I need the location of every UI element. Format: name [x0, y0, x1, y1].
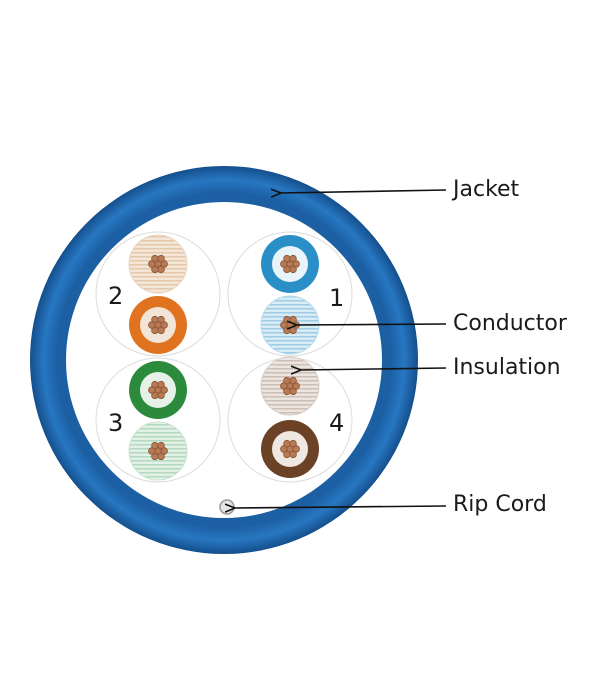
copper-strand: [283, 376, 291, 385]
copper-strand: [157, 452, 165, 461]
copper-strand: [289, 439, 297, 448]
insulation-callout-line: [300, 368, 447, 370]
copper-strand: [283, 254, 291, 263]
copper-strand: [283, 450, 291, 459]
rip-cord: [219, 499, 235, 515]
copper-conductors: [148, 254, 300, 461]
copper-strand: [157, 391, 165, 400]
copper-strand: [289, 265, 297, 274]
copper-strand: [280, 382, 288, 390]
copper-strand: [148, 321, 156, 329]
jacket-callout-line: [280, 190, 447, 193]
copper-strand: [151, 380, 159, 389]
copper-strand: [289, 315, 297, 324]
conductor-label: Conductor: [453, 311, 567, 336]
copper-strand: [292, 382, 300, 390]
copper-strand: [148, 260, 156, 268]
rip-cord-label: Rip Cord: [453, 492, 547, 517]
pair-2-boundary: [95, 231, 221, 357]
conductor-callout-line: [296, 324, 447, 325]
copper-strand: [289, 254, 297, 263]
insulation-label: Insulation: [453, 355, 561, 380]
conductor-strands: [148, 315, 168, 335]
conductor-strands: [280, 254, 300, 274]
pair-number-4: 4: [329, 409, 345, 437]
copper-strand: [289, 450, 297, 459]
copper-strand: [151, 441, 159, 450]
copper-strand: [157, 441, 165, 450]
copper-strand: [283, 265, 291, 274]
copper-strand: [160, 321, 168, 329]
copper-strand: [157, 315, 165, 324]
copper-strand: [283, 387, 291, 396]
copper-strand: [283, 439, 291, 448]
copper-strand: [280, 260, 288, 268]
pair-number-3: 3: [108, 409, 124, 437]
copper-strand: [283, 315, 291, 324]
conductor-strands: [148, 441, 168, 461]
pair-number-2: 2: [108, 282, 124, 310]
copper-strand: [148, 447, 156, 455]
copper-strand: [280, 445, 288, 453]
copper-strand: [157, 254, 165, 263]
copper-strand: [151, 452, 159, 461]
copper-strand: [151, 265, 159, 274]
jacket-label: Jacket: [453, 177, 520, 202]
copper-strand: [151, 326, 159, 335]
copper-strand: [157, 326, 165, 335]
copper-strand: [160, 386, 168, 394]
pair-1-boundary: [227, 231, 353, 357]
conductor-strands: [280, 376, 300, 396]
pair-number-1: 1: [329, 284, 345, 312]
copper-strand: [289, 376, 297, 385]
copper-strand: [289, 326, 297, 335]
copper-strand: [292, 445, 300, 453]
copper-strand: [157, 265, 165, 274]
copper-strand: [151, 391, 159, 400]
conductor-strands: [148, 254, 168, 274]
cable-core: [66, 202, 382, 518]
copper-strand: [292, 260, 300, 268]
conductor-strands: [280, 439, 300, 459]
conductor-strands: [148, 380, 168, 400]
rip-cord-callout-line: [234, 506, 447, 508]
pair-3-boundary: [95, 357, 221, 483]
copper-strand: [289, 387, 297, 396]
copper-strand: [148, 386, 156, 394]
copper-strand: [160, 447, 168, 455]
copper-strand: [160, 260, 168, 268]
copper-strand: [157, 380, 165, 389]
copper-strand: [151, 315, 159, 324]
copper-strand: [151, 254, 159, 263]
